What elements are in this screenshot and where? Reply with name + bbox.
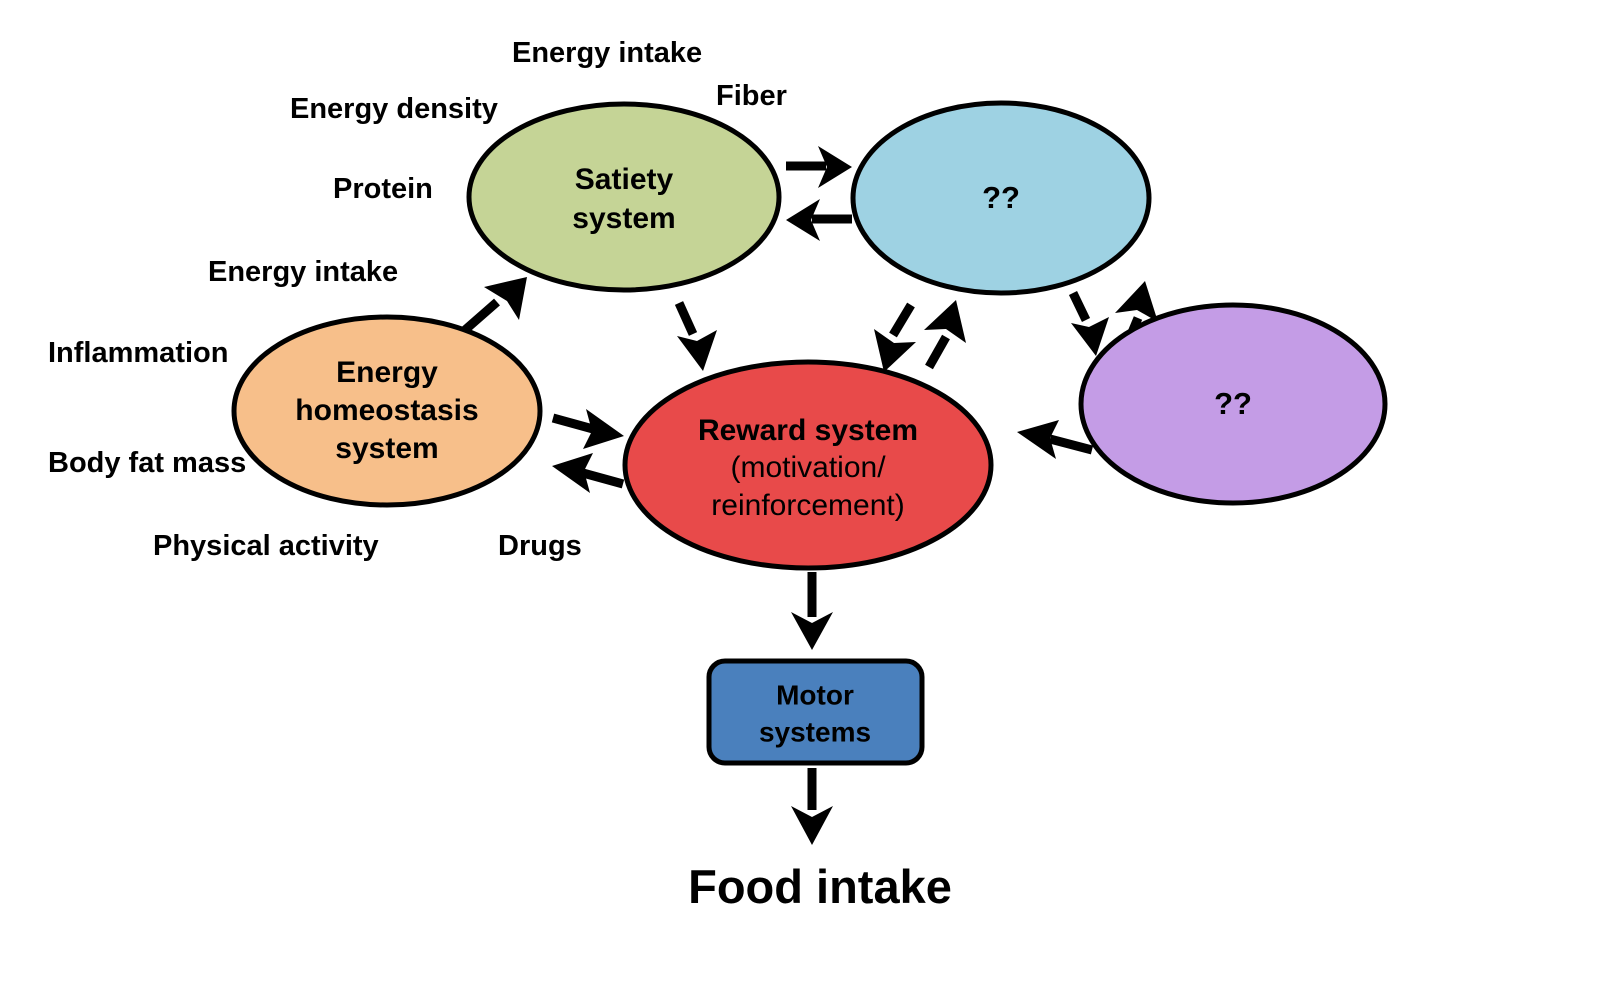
modifier-drugs: Drugs	[498, 530, 582, 562]
energy-homeostasis-label-line1: Energy	[336, 356, 438, 389]
edge-unknown-top-to-unknown-right	[1068, 291, 1109, 356]
satiety-system-label-line1: Satiety	[575, 163, 674, 196]
energy-homeostasis-label-line3: system	[335, 432, 438, 465]
edge-reward-to-motor	[791, 572, 833, 650]
edge-motor-to-food-intake	[791, 768, 833, 845]
food-intake-outcome-label: Food intake	[688, 860, 952, 913]
modifier-inflammation: Inflammation	[48, 337, 228, 369]
node-unknown-right[interactable]: ??	[1078, 302, 1388, 506]
modifier-fiber: Fiber	[716, 80, 787, 112]
edge-unknown-top-to-satiety	[786, 199, 852, 241]
unknown-right-label: ??	[1214, 386, 1252, 421]
node-satiety-system[interactable]: Satiety system	[466, 101, 782, 293]
edge-homeostasis-to-satiety	[462, 277, 527, 334]
energy-homeostasis-label-line2: homeostasis	[295, 394, 478, 427]
node-motor-systems[interactable]: Motor systems	[706, 658, 925, 766]
node-reward-system[interactable]: Reward system (motivation/ reinforcement…	[622, 359, 994, 571]
satiety-system-ellipse[interactable]	[466, 101, 782, 293]
modifier-energy-intake-top: Energy intake	[512, 37, 702, 69]
motor-systems-label-line2: systems	[759, 716, 871, 747]
motor-systems-label-line1: Motor	[776, 679, 854, 710]
reward-system-label-line2: (motivation/	[730, 451, 886, 484]
node-energy-homeostasis-system[interactable]: Energy homeostasis system	[231, 314, 543, 508]
satiety-system-label-line2: system	[572, 202, 675, 235]
modifier-protein: Protein	[333, 173, 433, 205]
modifier-energy-density: Energy density	[290, 93, 498, 125]
edge-satiety-to-unknown-top	[786, 146, 852, 188]
unknown-top-label: ??	[982, 180, 1020, 215]
modifier-energy-intake-left: Energy intake	[208, 256, 398, 288]
motor-systems-box[interactable]	[706, 658, 925, 766]
energy-homeostasis-ellipse[interactable]	[231, 314, 543, 508]
unknown-right-ellipse[interactable]	[1078, 302, 1388, 506]
reward-system-ellipse[interactable]	[622, 359, 994, 571]
edge-homeostasis-to-reward	[551, 409, 624, 449]
modifier-physical-activity: Physical activity	[153, 530, 379, 562]
edge-reward-to-unknown-top	[924, 300, 966, 370]
edge-satiety-to-reward	[674, 301, 717, 371]
reward-system-label-line3: reinforcement)	[711, 489, 904, 522]
edge-unknown-top-to-reward	[874, 302, 916, 372]
modifier-labels-layer: Energy intake Fiber Energy density Prote…	[48, 37, 787, 562]
unknown-top-ellipse[interactable]	[850, 100, 1152, 296]
reward-system-label-line1: Reward system	[698, 414, 918, 447]
edge-unknown-right-to-reward	[1017, 420, 1094, 459]
modifier-body-fat-mass: Body fat mass	[48, 447, 246, 479]
node-unknown-top[interactable]: ??	[850, 100, 1152, 296]
edge-reward-to-homeostasis	[552, 453, 625, 493]
edges-layer	[462, 146, 1158, 845]
